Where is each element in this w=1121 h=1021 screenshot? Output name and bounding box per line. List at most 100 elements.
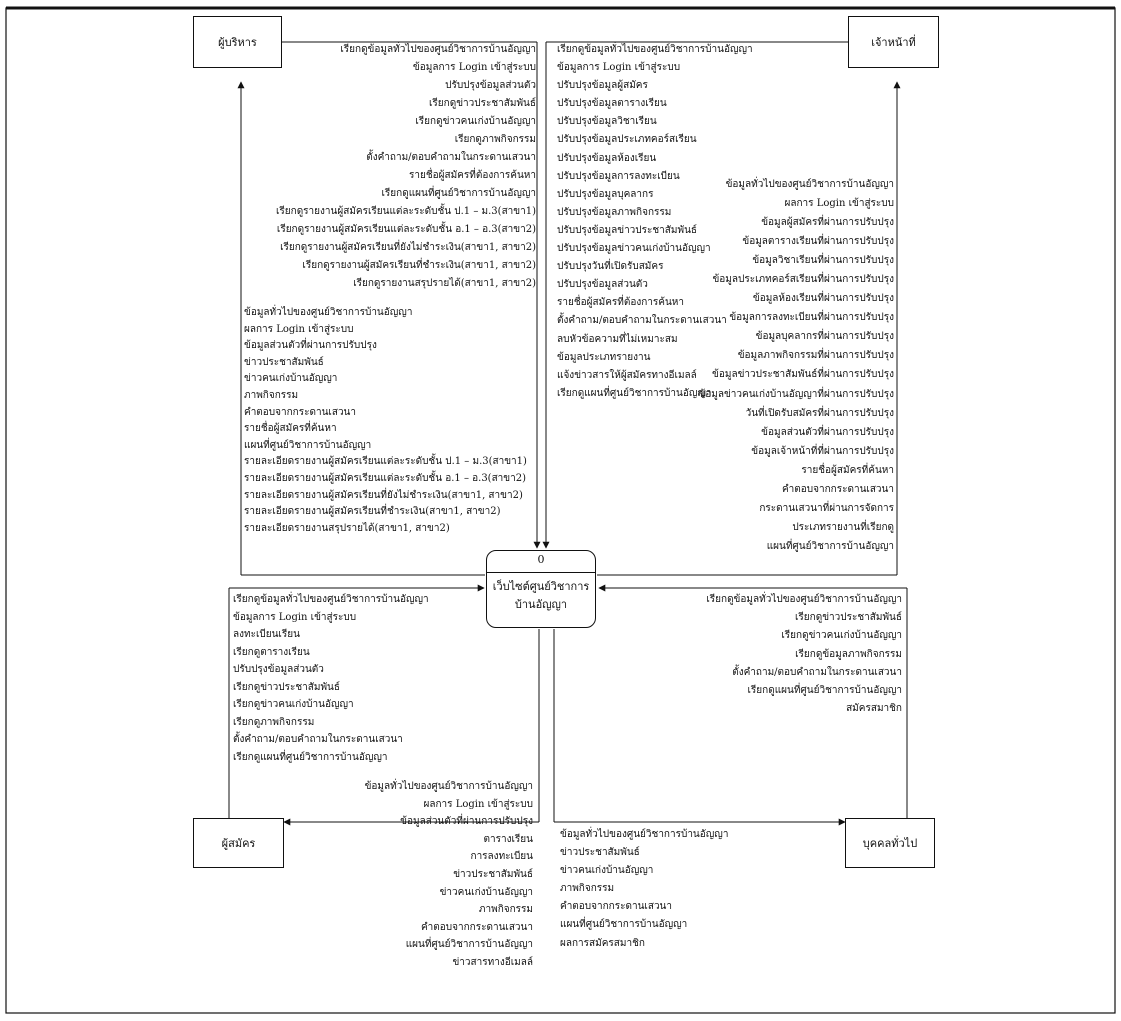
flow-label: เรียกดูรายงานผู้สมัครเรียนที่ยังไม่ชำระเ… xyxy=(280,242,536,253)
flow-label: ข้อมูลส่วนตัวที่ผ่านการปรับปรุง xyxy=(400,816,533,828)
flow-label: เรียกดูตารางเรียน xyxy=(233,646,310,658)
process-id: 0 xyxy=(537,553,545,566)
flow-label: ข้อมูลทั่วไปของศูนย์วิชาการบ้านอัญญา xyxy=(725,179,894,190)
flow-label: เรียกดูข้อมูลทั่วไปของศูนย์วิชาการบ้านอั… xyxy=(706,594,902,605)
flow-label: ข้อมูลการลงทะเบียนที่ผ่านการปรับปรุง xyxy=(729,312,894,324)
flow-label: ข้อมูลข่าวประชาสัมพันธ์ที่ผ่านการปรับปรุ… xyxy=(712,369,894,381)
flow-label: ผลการ Login เข้าสู่ระบบ xyxy=(244,323,354,335)
flow-label: เรียกดูข้อมูลภาพกิจกรรม xyxy=(795,648,902,660)
flow-label: ข้อมูลส่วนตัวที่ผ่านการปรับปรุง xyxy=(244,340,377,352)
flow-label: แผนที่ศูนย์วิชาการบ้านอัญญา xyxy=(244,439,372,451)
flow-label: เรียกดูรายงานผู้สมัครเรียนแต่ละระดับชั้น… xyxy=(275,206,536,217)
flow-label: เรียกดูข่าวคนเก่งบ้านอัญญา xyxy=(415,116,536,127)
flow-label: ข้อมูลประเภทคอร์สเรียนที่ผ่านการปรับปรุง xyxy=(712,274,894,286)
flow-label: เรียกดูแผนที่ศูนย์วิชาการบ้านอัญญา xyxy=(557,387,712,399)
labels-process-to-public: ข้อมูลทั่วไปของศูนย์วิชาการบ้านอัญญาข่าว… xyxy=(560,826,728,953)
flow-label: ข้อมูลทั่วไปของศูนย์วิชาการบ้านอัญญา xyxy=(244,307,413,318)
flow-label: ปรับปรุงข้อมูลวิชาเรียน xyxy=(557,116,657,128)
flow-label: ข่าวคนเก่งบ้านอัญญา xyxy=(560,865,654,877)
flow-label: แผนที่ศูนย์วิชาการบ้านอัญญา xyxy=(405,939,533,951)
flow-label: เรียกดูข่าวประชาสัมพันธ์ xyxy=(233,681,340,693)
flow-label: วันที่เปิดรับสมัครที่ผ่านการปรับปรุง xyxy=(745,407,894,419)
flow-label: ปรับปรุงข้อมูลห้องเรียน xyxy=(557,152,657,164)
flow-label: ภาพกิจกรรม xyxy=(560,883,615,895)
flow-label: แผนที่ศูนย์วิชาการบ้านอัญญา xyxy=(766,540,894,552)
flow-label: ปรับปรุงข้อมูลบุคลากร xyxy=(557,188,654,200)
flow-label: ข่าวคนเก่งบ้านอัญญา xyxy=(439,886,533,898)
flow-label: ปรับปรุงข้อมูลข่าวคนเก่งบ้านอัญญา xyxy=(557,243,711,255)
flow-label: รายละเอียดรายงานผู้สมัครเรียนที่ยังไม่ชำ… xyxy=(244,489,523,501)
flow-label: ผลการ Login เข้าสู่ระบบ xyxy=(784,198,895,210)
entity-public: บุคคลทั่วไป xyxy=(845,818,935,868)
flow-label: ภาพกิจกรรม xyxy=(478,904,533,916)
flow-label: ตารางเรียน xyxy=(483,833,533,845)
flow-label: ข้อมูลผู้สมัครที่ผ่านการปรับปรุง xyxy=(761,217,894,229)
flow-label: เรียกดูข่าวประชาสัมพันธ์ xyxy=(795,612,902,624)
flow-label: รายชื่อผู้สมัครที่ค้นหา xyxy=(801,464,894,476)
flow-label: คำตอบจากกระดานเสวนา xyxy=(560,901,673,913)
flow-label: รายละเอียดรายงานสรุปรายได้(สาขา1, สาขา2) xyxy=(244,522,450,534)
flow-label: ลงทะเบียนเรียน xyxy=(233,629,300,640)
flow-label: ปรับปรุงข้อมูลส่วนตัว xyxy=(233,664,324,675)
labels-process-to-admin: ข้อมูลทั่วไปของศูนย์วิชาการบ้านอัญญาผลกา… xyxy=(244,305,527,537)
flow-label: รายชื่อผู้สมัครที่ต้องการค้นหา xyxy=(557,297,685,309)
flow-label: เรียกดูภาพกิจกรรม xyxy=(454,134,536,145)
flow-label: สมัครสมาชิก xyxy=(846,703,902,715)
flow-label: ผลการสมัครสมาชิก xyxy=(560,937,645,949)
flow-label: ตั้งคำถาม/ตอบคำถามในกระดานเสวนา xyxy=(233,734,403,745)
flow-label: เรียกดูรายงานผู้สมัครเรียนแต่ละระดับชั้น… xyxy=(276,224,536,235)
flow-label: ตั้งคำถาม/ตอบคำถามในกระดานเสวนา xyxy=(557,315,727,327)
flow-label: รายละเอียดรายงานผู้สมัครเรียนแต่ละระดับช… xyxy=(244,472,527,484)
flow-label: เรียกดูข่าวคนเก่งบ้านอัญญา xyxy=(233,699,354,710)
flow-label: เรียกดูข้อมูลทั่วไปของศูนย์วิชาการบ้านอั… xyxy=(233,594,429,605)
flow-label: เรียกดูแผนที่ศูนย์วิชาการบ้านอัญญา xyxy=(233,751,388,763)
labels-process-to-staff: ข้อมูลทั่วไปของศูนย์วิชาการบ้านอัญญาผลกา… xyxy=(698,175,894,556)
flow-label: ตั้งคำถาม/ตอบคำถามในกระดานเสวนา xyxy=(366,152,536,163)
flow-label: ข่าวประชาสัมพันธ์ xyxy=(560,847,640,859)
flow-label: ข้อมูลภาพกิจกรรมที่ผ่านการปรับปรุง xyxy=(737,350,894,362)
labels-staff-to-process: เรียกดูข้อมูลทั่วไปของศูนย์วิชาการบ้านอั… xyxy=(557,41,753,403)
flow-label: ปรับปรุงข้อมูลภาพกิจกรรม xyxy=(557,206,672,218)
process-website: 0 เว็บไซต์ศูนย์วิชาการบ้านอัญญา xyxy=(486,550,596,628)
flow-label: เรียกดูแผนที่ศูนย์วิชาการบ้านอัญญา xyxy=(747,685,903,697)
flow-label: เรียกดูข่าวประชาสัมพันธ์ xyxy=(429,98,536,109)
flow-label: แผนที่ศูนย์วิชาการบ้านอัญญา xyxy=(560,919,688,931)
flow-label: ผลการ Login เข้าสู่ระบบ xyxy=(423,798,534,810)
process-name: เว็บไซต์ศูนย์วิชาการบ้านอัญญา xyxy=(492,580,590,611)
flow-label: ปรับปรุงวันที่เปิดรับสมัคร xyxy=(557,261,664,273)
flow-label: คำตอบจากกระดานเสวนา xyxy=(244,406,357,418)
flow-label: คำตอบจากกระดานเสวนา xyxy=(781,483,894,495)
flow-label: รายชื่อผู้สมัครที่ค้นหา xyxy=(244,423,337,435)
flow-label: ข่าวประชาสัมพันธ์ xyxy=(453,868,533,880)
labels-admin-to-process: เรียกดูข้อมูลทั่วไปของศูนย์วิชาการบ้านอั… xyxy=(276,41,536,293)
flow-label: ข้อมูลบุคลากรที่ผ่านการปรับปรุง xyxy=(755,331,894,343)
flow-label: ข่าวประชาสัมพันธ์ xyxy=(244,356,324,368)
flow-label: แจ้งข่าวสารให้ผู้สมัครทางอีเมลล์ xyxy=(557,369,697,381)
flow-label: ข้อมูลห้องเรียนที่ผ่านการปรับปรุง xyxy=(752,293,894,305)
labels-applicant-to-process: เรียกดูข้อมูลทั่วไปของศูนย์วิชาการบ้านอั… xyxy=(233,591,429,766)
flow-label: คำตอบจากกระดานเสวนา xyxy=(420,921,533,933)
flow-label: ปรับปรุงข้อมูลผู้สมัคร xyxy=(557,80,648,92)
flow-label: เรียกดูรายงานสรุปรายได้(สาขา1, สาขา2) xyxy=(353,278,536,289)
flow-label: ภาพกิจกรรม xyxy=(244,389,299,401)
flow-label: รายละเอียดรายงานผู้สมัครเรียนที่ชำระเงิน… xyxy=(244,506,501,518)
flow-label: ข่าวคนเก่งบ้านอัญญา xyxy=(244,373,338,385)
flow-label: การลงทะเบียน xyxy=(470,851,533,863)
flow-label: รายชื่อผู้สมัครที่ต้องการค้นหา xyxy=(408,170,536,181)
flow-label: ข้อมูลเจ้าหน้าที่ที่ผ่านการปรับปรุง xyxy=(751,445,894,457)
flow-label: ปรับปรุงข้อมูลตารางเรียน xyxy=(557,98,667,110)
flow-label: ข้อมูลการ Login เข้าสู่ระบบ xyxy=(557,62,681,74)
entity-admin: ผู้บริหาร xyxy=(193,16,282,68)
flow-label: ข้อมูลส่วนตัวที่ผ่านการปรับปรุง xyxy=(761,426,894,438)
flow-label: ตั้งคำถาม/ตอบคำถามในกระดานเสวนา xyxy=(732,666,902,678)
labels-process-to-applicant: ข้อมูลทั่วไปของศูนย์วิชาการบ้านอัญญาผลกา… xyxy=(365,778,533,972)
labels-public-to-process: เรียกดูข้อมูลทั่วไปของศูนย์วิชาการบ้านอั… xyxy=(706,591,902,718)
entity-admin-label: ผู้บริหาร xyxy=(218,36,257,49)
flow-label: เรียกดูแผนที่ศูนย์วิชาการบ้านอัญญา xyxy=(381,188,537,199)
flow-label: ข้อมูลตารางเรียนที่ผ่านการปรับปรุง xyxy=(742,236,894,248)
flow-label: ข้อมูลทั่วไปของศูนย์วิชาการบ้านอัญญา xyxy=(364,781,533,792)
entity-applicant-label: ผู้สมัคร xyxy=(221,837,256,850)
flow-label: เรียกดูข่าวคนเก่งบ้านอัญญา xyxy=(781,630,902,642)
